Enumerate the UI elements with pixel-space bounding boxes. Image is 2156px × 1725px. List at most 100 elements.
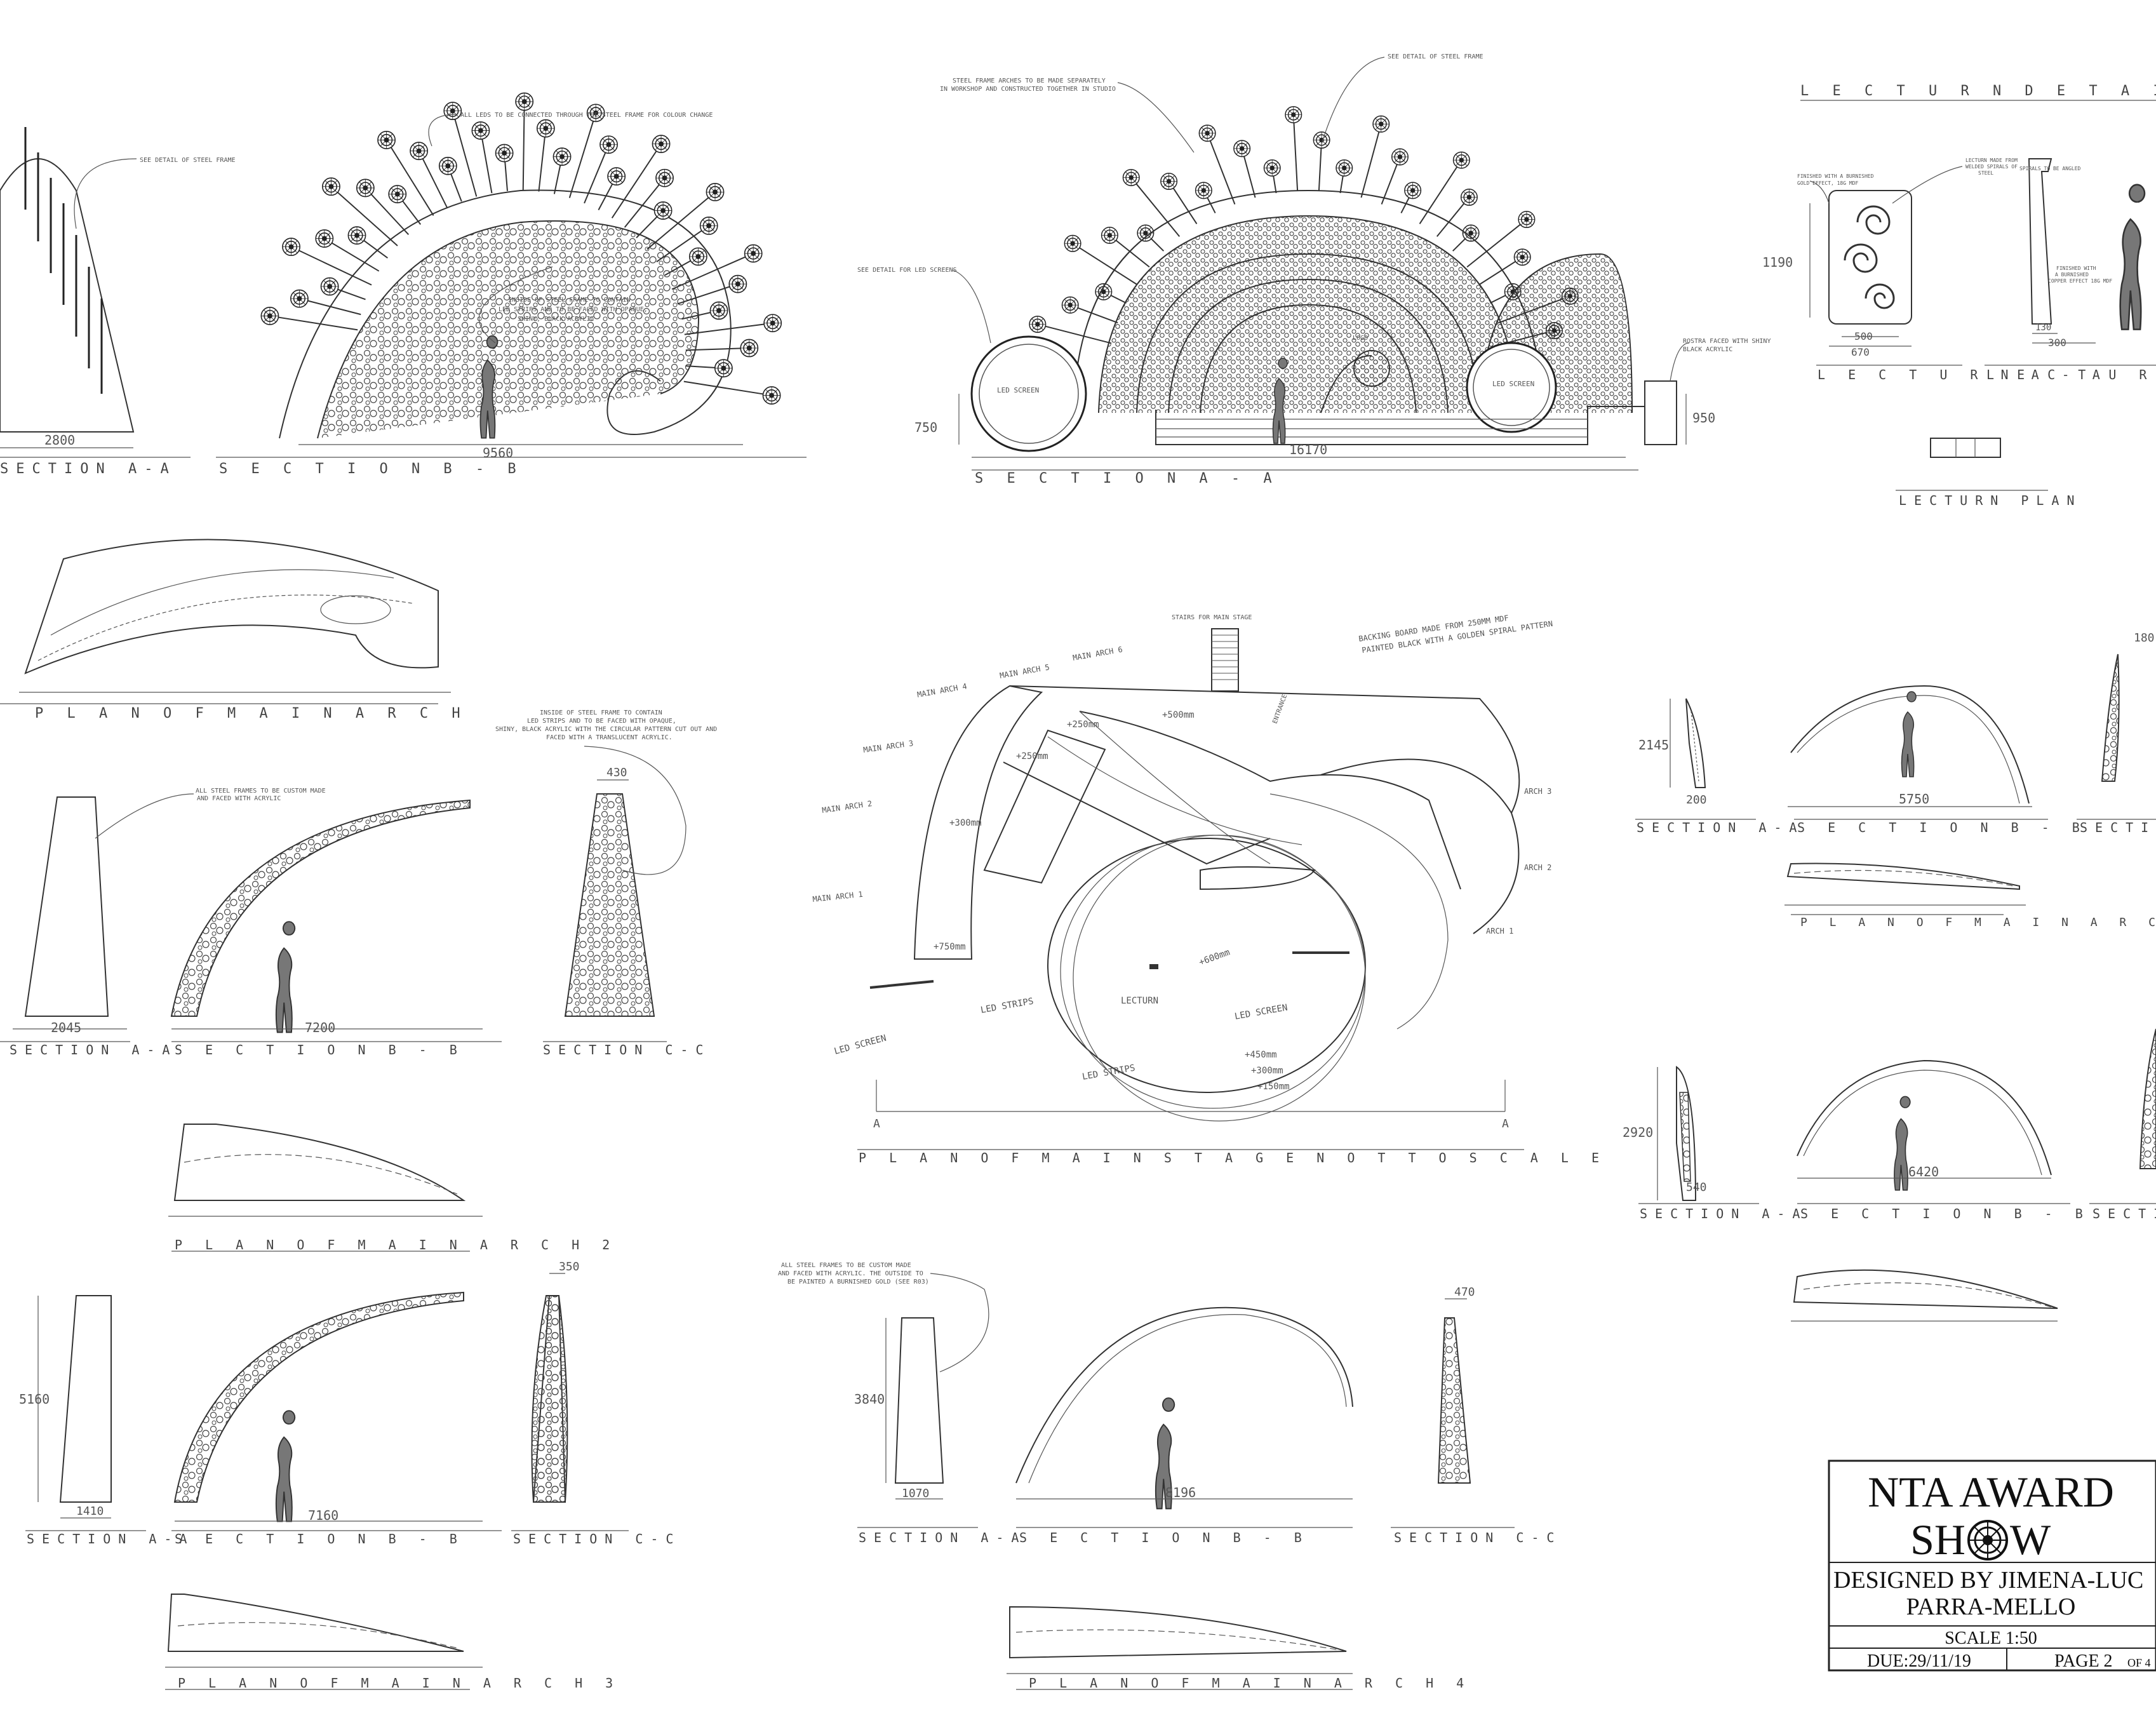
plan-arch5: MAIN ARCH 5 <box>999 662 1050 680</box>
arch4-group: 3840 1070 SECTION A-A 8196 S E C T I O N… <box>778 1262 1562 1691</box>
arch2-note-inside-3: SHINY, BLACK ACRYLIC WITH THE CIRCULAR P… <box>495 726 717 733</box>
note-steel-arches-1: STEEL FRAME ARCHES TO BE MADE SEPARATELY <box>953 77 1106 84</box>
plan-d750: +750mm <box>934 942 966 952</box>
dim-1190: 1190 <box>1762 255 1793 270</box>
note-steel-arches-2: IN WORKSHOP AND CONSTRUCTED TOGETHER IN … <box>940 86 1116 93</box>
plan-d250a: +250mm <box>1067 720 1099 730</box>
label-section-bb-left: S E C T I O N B - B <box>219 461 524 477</box>
top-section-bb-wave: 9560 S E C T I O N B - B ALL LEDS TO BE … <box>216 92 807 477</box>
title-line-2-prefix: SH <box>1910 1515 1965 1564</box>
note-finish-1: FINISHED WITH A BURNISHED <box>1797 173 1874 179</box>
note-inside-frame-1: INSIDE OF STEEL FRAME TO CONTAIN <box>508 297 631 304</box>
arch6-dim-aa: 200 <box>1686 793 1707 807</box>
plan-arch4: MAIN ARCH 4 <box>916 681 968 699</box>
arch6-group: 2145 200 SECTION A-A 5750 S E C T I O N … <box>1635 631 2156 929</box>
arch5-group: 2920 540 SECTION A-A 6420 S E C T I O N … <box>1623 1028 2156 1322</box>
plan-a-left: A <box>873 1117 880 1131</box>
lecturn-title: L E C T U R N D E T A I L 1: <box>1800 83 2156 99</box>
title-line-1: NTA AWARD <box>1868 1468 2114 1516</box>
arch2-dim-aa: 2045 <box>51 1020 81 1035</box>
arch5-dim-aa: 540 <box>1686 1181 1707 1194</box>
arch4-dim-cc: 470 <box>1454 1285 1475 1299</box>
arch6-plan-label: P L A N O F M A I N A R C H 6 <box>1800 916 2156 929</box>
arch4-plan-label: P L A N O F M A I N A R C H 4 <box>1029 1675 1471 1691</box>
arch4-dim-aa: 1070 <box>902 1487 929 1500</box>
plan-arch2: MAIN ARCH 2 <box>821 799 873 815</box>
arch6-label-bb: S E C T I O N B - B <box>1797 820 2087 835</box>
plan-entrance: ENTRANCE <box>1271 694 1289 725</box>
note-inside-frame-3: SHINY, BLACK ACRYLIC <box>518 316 594 323</box>
label-logo: LOGO <box>1353 335 1368 342</box>
plan-a-right: A <box>1502 1117 1509 1131</box>
plan-d500: +500mm <box>1162 710 1195 720</box>
dim-670: 670 <box>1851 346 1870 358</box>
arch3-label-bb: S E C T I O N B - B <box>175 1531 465 1547</box>
dim-130: 130 <box>2035 323 2051 333</box>
arch2-plan-label: P L A N O F M A I N A R C H 2 <box>175 1237 617 1252</box>
arch2-dim-cc: 430 <box>606 766 627 779</box>
note-rostra-1: ROSTRA FACED WITH SHINY <box>1683 338 1771 345</box>
note-made-1: LECTURN MADE FROM <box>1965 158 2018 163</box>
arch2-note-inside-1: INSIDE OF STEEL FRAME TO CONTAIN <box>540 709 662 716</box>
note-steel-frame-main: SEE DETAIL OF STEEL FRAME <box>1388 53 1483 60</box>
arch3-dim-cc: 350 <box>559 1260 580 1273</box>
title-due: DUE:29/11/19 <box>1867 1651 1971 1671</box>
arch3-dim-bb: 7160 <box>308 1508 338 1523</box>
dim-950: 950 <box>1692 410 1715 426</box>
title-page: PAGE 2 <box>2054 1651 2113 1671</box>
dim-500: 500 <box>1854 330 1873 342</box>
label-plan-main-arch: P L A N O F M A I N A R C H <box>35 706 468 722</box>
main-stage-plan-label: P L A N O F M A I N S T A G E N O T T O … <box>859 1150 1607 1165</box>
dim-2800: 2800 <box>44 433 75 448</box>
arch3-label-cc: SECTION C-C <box>513 1531 681 1547</box>
plan-arch1: MAIN ARCH 1 <box>812 890 864 904</box>
title-block: NTA AWARD SH W DESIGNED BY JIMENA-LUC PA… <box>1828 1460 2156 1672</box>
arch3-dim-aa: 1410 <box>76 1505 104 1518</box>
arch6-dim-height: 2145 <box>1638 737 1669 753</box>
plan-d150: +150mm <box>1257 1082 1290 1092</box>
designer-line-2: PARRA-MELLO <box>1906 1594 2076 1620</box>
plan-lecturn: LECTURN <box>1121 996 1158 1006</box>
note-made-3: STEEL <box>1978 170 1993 176</box>
plan-r-arch1: ARCH 1 <box>1486 927 1513 936</box>
arch2-note-inside-4: FACED WITH A TRANSLUCENT ACRYLIC. <box>546 734 673 741</box>
arch5-dim-bb: 6420 <box>1908 1164 1939 1179</box>
arch4-note-3: BE PAINTED A BURNISHED GOLD (SEE R03) <box>787 1279 929 1285</box>
arch4-label-cc: SECTION C-C <box>1394 1530 1562 1545</box>
note-copper-3: COPPER EFFECT 18G MDF <box>2048 278 2112 284</box>
note-finish-2: GOLD EFFECT, 18G MDF <box>1797 180 1859 186</box>
logo-mandala-icon <box>1967 1520 2008 1561</box>
title-line-2-suffix: W <box>2010 1515 2051 1564</box>
arch6-label-aa: SECTION A-A <box>1637 820 1804 835</box>
note-copper-2: A BURNISHED <box>2055 272 2089 278</box>
plan-led-strips: LED STRIPS <box>980 997 1034 1016</box>
note-copper-1: FINISHED WITH <box>2056 265 2096 271</box>
note-rostra-2: BLACK ACRYLIC <box>1683 346 1732 353</box>
arch4-label-aa: SECTION A-A <box>859 1530 1026 1545</box>
plan-main-arch: P L A N O F M A I N A R C H <box>0 539 468 722</box>
note-made-2: WELDED SPIRALS OF <box>1965 164 2018 170</box>
note-inside-frame-2: LED STRIPS AND TO BE FACED WITH OPAQUE, <box>499 306 648 313</box>
arch6-dim-bb: 5750 <box>1899 791 1929 807</box>
note-angled: SPIRALS TO BE ANGLED <box>2019 166 2081 171</box>
arch2-note-frames-2: AND FACED WITH ACRYLIC <box>197 795 281 802</box>
note-steel-frame-left: SEE DETAIL OF STEEL FRAME <box>140 157 236 164</box>
arch5-label-bb: S E C T I O N B - B <box>1800 1206 2091 1221</box>
arch5-label-aa: SECTION A-A <box>1640 1206 1807 1221</box>
label-lecturn-plan: LECTURN PLAN <box>1899 493 2082 508</box>
label-led-screen-left: LED SCREEN <box>997 386 1039 394</box>
arch4-label-bb: S E C T I O N B - B <box>1019 1530 1309 1545</box>
plan-d250b: +250mm <box>1016 751 1048 762</box>
arch4-note-1: ALL STEEL FRAMES TO BE CUSTOM MADE <box>781 1262 911 1269</box>
arch2-label-aa: SECTION A-A <box>10 1042 177 1057</box>
arch2-dim-bb: 7200 <box>305 1020 335 1035</box>
arch3-label-aa: SECTION A-A <box>27 1531 194 1547</box>
label-section-aa-left: SECTION A-A <box>0 461 177 477</box>
plan-d450: +450mm <box>1245 1050 1277 1060</box>
plan-d300b: +300mm <box>1251 1066 1283 1076</box>
arch2-note-frames-1: ALL STEEL FRAMES TO BE CUSTOM MADE <box>196 788 326 795</box>
plan-led-screen-right: LED SCREEN <box>1234 1003 1289 1022</box>
arch4-note-2: AND FACED WITH ACRYLIC. THE OUTSIDE TO <box>778 1270 923 1277</box>
label-section-aa-main: S E C T I O N A - A <box>975 471 1280 487</box>
